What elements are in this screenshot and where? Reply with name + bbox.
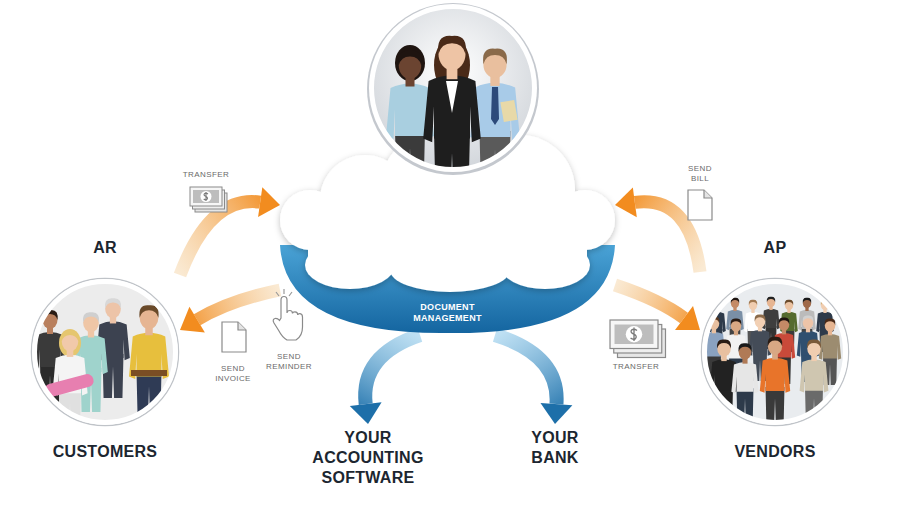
edge-label: SEND BILL: [682, 164, 718, 184]
document-fold: [704, 190, 712, 198]
tie: [491, 87, 499, 125]
text-holder: VENDORS: [700, 442, 850, 462]
arrow-head: [675, 306, 700, 330]
team-photo: [366, 1, 540, 175]
bill-seal: [626, 326, 643, 343]
vendor-node: AP VENDORS: [700, 238, 850, 464]
bill-seal: [201, 191, 212, 202]
group-name: CUSTOMERS: [53, 442, 158, 462]
text-holder: TRANSFER: [606, 362, 666, 372]
edge-label: SEND INVOICE: [212, 364, 254, 384]
arrow-shaft: [615, 285, 684, 318]
target-label: YOUR ACCOUNTING SOFTWARE: [303, 428, 433, 488]
document-icon: [688, 190, 712, 220]
vendor-figure: [760, 337, 790, 427]
arrow-head: [180, 307, 205, 333]
team-figure: [423, 36, 481, 175]
text-holder: SEND BILL: [682, 164, 718, 184]
group-code: AR: [93, 238, 117, 258]
ring: [35, 282, 176, 423]
text-holder: DOCUMENT MANAGEMENT: [398, 302, 498, 324]
bill: [618, 329, 666, 358]
ring-shadow: [702, 279, 849, 426]
photo-group: [30, 277, 180, 427]
text-holder: SEND INVOICE: [212, 364, 254, 384]
target-node: YOUR BANK: [515, 424, 595, 468]
arrow-head: [258, 187, 280, 217]
arrow-shaft: [197, 290, 280, 320]
circle-outline: [30, 277, 180, 427]
arrow-head: [615, 187, 637, 217]
hand-shape: [273, 297, 302, 341]
text-holder: SEND REMINDER: [263, 352, 315, 372]
dollar-symbol: [631, 328, 637, 342]
arrow-shaft: [180, 202, 260, 275]
document-icon: [222, 322, 246, 352]
flow-arrow: [615, 285, 700, 330]
photo-group: [373, 8, 533, 175]
bill: [193, 190, 225, 209]
click-rays: [276, 289, 292, 296]
shirt-collar: [446, 81, 458, 113]
arrow-shaft: [635, 202, 700, 272]
dollar-symbol: [204, 192, 208, 201]
photo-border: [372, 7, 534, 169]
flow-arrow: [615, 187, 700, 272]
arrow-shaft: [365, 335, 420, 404]
folder: [500, 100, 517, 122]
ring-shadow: [32, 279, 179, 426]
document-fold: [238, 322, 246, 330]
customer-node: AR CUSTOMERS: [30, 238, 180, 464]
bill: [190, 187, 222, 206]
hand-icon: [273, 289, 302, 340]
flow-arrow: [180, 187, 280, 275]
bill: [195, 193, 227, 212]
photo-background: [30, 277, 180, 427]
bill-face: [193, 190, 219, 203]
bill: [614, 325, 662, 354]
edge-label: TRANSFER: [176, 170, 236, 180]
photo-group: [700, 277, 850, 427]
text-holder: AR: [30, 238, 180, 258]
ring: [705, 282, 846, 423]
edge-label: TRANSFER: [606, 362, 666, 372]
document-sheet: [222, 322, 246, 352]
money-icon: [190, 187, 227, 212]
document-sheet: [688, 190, 712, 220]
band-label: DOCUMENT MANAGEMENT: [398, 302, 498, 324]
circle-outline: [700, 277, 850, 427]
text-holder: TRANSFER: [176, 170, 236, 180]
arrow-head: [350, 402, 382, 424]
text-holder: AP: [700, 238, 850, 258]
cloud-puff: [500, 241, 590, 289]
target-node: YOUR ACCOUNTING SOFTWARE: [303, 424, 433, 488]
photo-background: [700, 277, 850, 427]
money-icon: [610, 320, 666, 358]
bill-face: [615, 325, 654, 345]
bill: [610, 320, 658, 349]
action-label: SEND REMINDER: [263, 352, 315, 372]
tool-belt: [131, 370, 167, 376]
group-name: VENDORS: [734, 442, 815, 462]
arrow-shaft: [495, 335, 557, 404]
group-code: AP: [764, 238, 787, 258]
flow-arrow: [180, 290, 280, 333]
target-label: YOUR BANK: [515, 428, 595, 468]
flow-arrow: [350, 335, 420, 424]
text-holder: CUSTOMERS: [30, 442, 180, 462]
arrow-head: [540, 403, 572, 424]
cloud-puff: [390, 248, 510, 292]
cloud-puff: [305, 241, 395, 289]
flow-arrow: [495, 335, 572, 424]
